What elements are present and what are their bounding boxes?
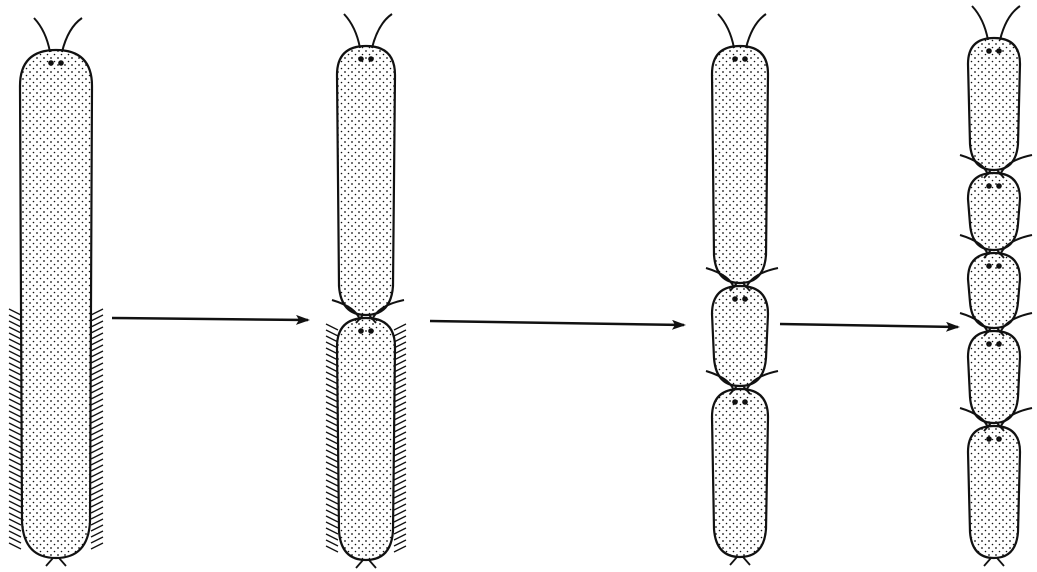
- organism-stage-1: [9, 18, 103, 566]
- eye-spot: [358, 328, 364, 334]
- tentacles: [718, 14, 766, 48]
- tail-bristles: [46, 558, 66, 566]
- arrow-stage-3-to-stage-4: [780, 324, 958, 327]
- eye-spot: [358, 56, 364, 62]
- eye-spot: [742, 56, 748, 62]
- eye-spot: [732, 296, 738, 302]
- organism-segment: [712, 14, 768, 291]
- eye-spot: [986, 183, 992, 189]
- eye-spot: [986, 263, 992, 269]
- organism-stage-4: [960, 6, 1032, 566]
- organism-stage-2: [326, 14, 406, 568]
- organism-segment: [20, 18, 92, 566]
- organism-segment: [968, 6, 1020, 178]
- tentacles: [972, 6, 1020, 40]
- tail-bristles: [984, 558, 1004, 566]
- organism-segment: [337, 14, 395, 323]
- organism-segment: [960, 408, 1032, 566]
- eye-spot: [986, 341, 992, 347]
- eye-spot: [732, 56, 738, 62]
- eye-spot: [996, 263, 1002, 269]
- arrow-stage-1-to-stage-2: [112, 318, 308, 320]
- eye-spot: [742, 399, 748, 405]
- tentacles: [34, 18, 82, 52]
- arrow-stage-2-to-stage-3: [430, 321, 684, 325]
- eye-spot: [996, 48, 1002, 54]
- eye-spot: [996, 341, 1002, 347]
- organism-segment: [332, 300, 404, 568]
- tail-bristles: [730, 557, 750, 565]
- eye-spot: [996, 183, 1002, 189]
- eye-spot: [732, 399, 738, 405]
- eye-spot: [986, 48, 992, 54]
- eye-spot: [996, 436, 1002, 442]
- eye-spot: [368, 56, 374, 62]
- tentacles: [344, 14, 392, 48]
- organism-segment: [960, 313, 1032, 431]
- eye-spot: [58, 60, 64, 66]
- eye-spot: [48, 60, 54, 66]
- organism-segment: [706, 371, 778, 565]
- eye-spot: [742, 296, 748, 302]
- eye-spot: [986, 436, 992, 442]
- organism-stage-3: [706, 14, 778, 565]
- tail-bristles: [356, 560, 376, 568]
- eye-spot: [368, 328, 374, 334]
